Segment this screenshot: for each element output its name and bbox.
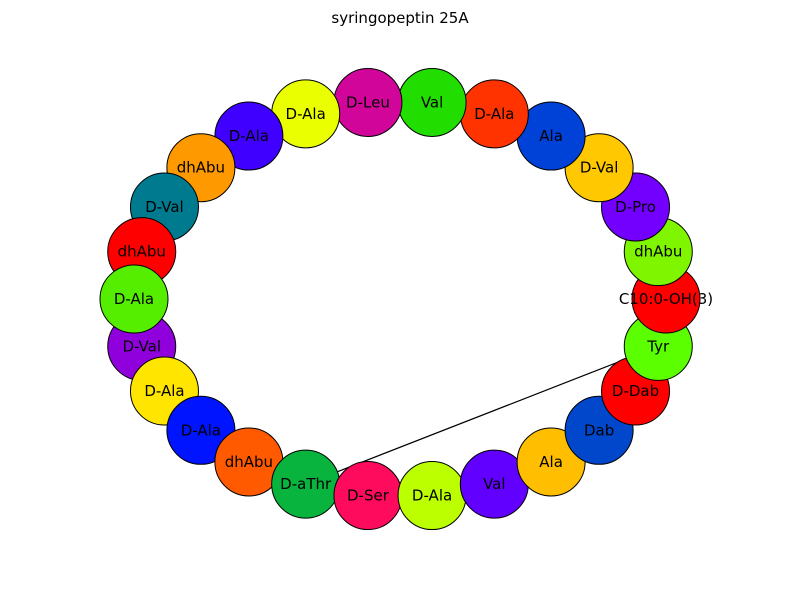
residue-label: dhAbu <box>177 159 225 177</box>
residue-label: D-Ser <box>347 487 390 505</box>
residue-label: D-Ala <box>181 421 221 439</box>
residue-circle <box>99 264 169 334</box>
residue-label: D-Ala <box>144 382 184 400</box>
residue-label: Ala <box>539 127 563 145</box>
residue-label: D-Ala <box>412 487 452 505</box>
residue-label: D-Val <box>122 337 161 355</box>
diagram-title: syringopeptin 25A <box>331 9 469 27</box>
residue-label: D-Ala <box>229 127 269 145</box>
residue-node <box>99 264 169 334</box>
residue-label: C10:0-OH(3) <box>619 290 713 308</box>
residue-label: Ala <box>539 453 563 471</box>
residue-label: D-Val <box>580 159 619 177</box>
residue-label: D-Val <box>145 198 184 216</box>
residue-label: Val <box>483 475 505 493</box>
residue-label: Tyr <box>646 337 670 355</box>
residue-label: D-Pro <box>615 198 656 216</box>
residue-label: D-Ala <box>286 105 326 123</box>
residue-label: dhAbu <box>118 243 166 261</box>
residue-label: dhAbu <box>634 243 682 261</box>
residue-label: Val <box>421 93 443 111</box>
cyclization-edge <box>305 345 659 485</box>
residue-label: D-aThr <box>280 475 332 493</box>
residue-label: D-Ala <box>474 105 514 123</box>
residue-label: dhAbu <box>225 453 273 471</box>
residue-label: D-Dab <box>612 382 659 400</box>
residue-label: Dab <box>584 421 614 439</box>
residue-label: D-Ala <box>114 290 154 308</box>
residue-label: D-Leu <box>346 93 390 111</box>
